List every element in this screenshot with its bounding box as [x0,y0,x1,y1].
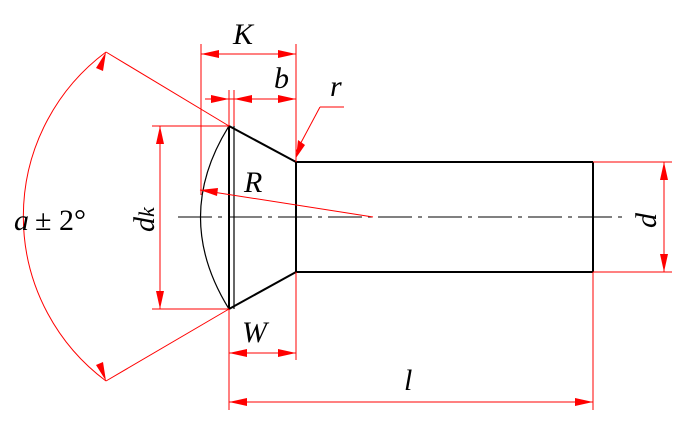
cone-upper-edge [228,125,297,163]
label-angle: a± 2° [14,204,86,237]
dimension-W: W [229,316,296,357]
dimension-dk: dk [128,126,164,309]
label-l: l [404,364,412,397]
radius-R-leader: R [199,166,374,218]
label-b: b [274,62,289,95]
radius-r-leader: r [295,70,344,158]
angle-arc [22,51,107,382]
label-dk-sub: k [134,206,159,217]
cone-lower-edge [228,271,297,310]
label-R: R [243,166,262,199]
extension-lines [105,44,672,410]
label-W: W [242,316,270,349]
label-dk: dk [128,206,161,232]
dimension-l: l [229,364,593,406]
dimension-angle: a± 2° [14,51,107,382]
label-K: K [232,18,255,51]
label-d: d [630,212,663,228]
label-angle-tol: ± 2° [35,204,86,237]
label-r: r [330,70,342,103]
dimension-b: b [205,62,296,103]
dimension-d: d [630,162,668,272]
dimension-K: K [201,18,296,58]
label-dk-main: d [128,216,161,232]
label-angle-var: a [14,204,29,237]
